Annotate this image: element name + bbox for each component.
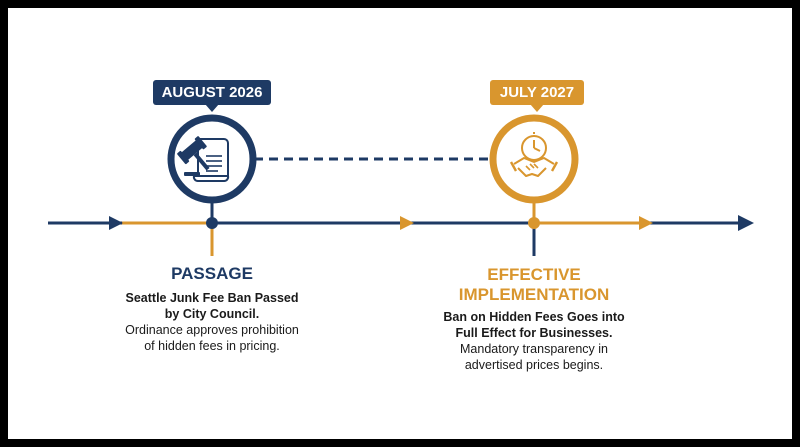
milestone-2-detail-line1: Mandatory transparency in bbox=[460, 342, 608, 356]
milestone-2-description: Ban on Hidden Fees Goes into Full Effect… bbox=[414, 309, 654, 373]
milestone-2-detail-line2: advertised prices begins. bbox=[464, 358, 604, 372]
timeline-canvas: AUGUST 2026 JULY 2027 PASSAGE Seattle Ju… bbox=[8, 8, 792, 439]
milestone-1-headline-line2: by City Council. bbox=[164, 307, 260, 321]
date-badge-august-2026: AUGUST 2026 bbox=[153, 80, 271, 112]
milestone-2-headline-line1: Ban on Hidden Fees Goes into bbox=[443, 310, 625, 324]
date-badge-july-2027: JULY 2027 bbox=[490, 80, 584, 112]
milestone-1-description: Seattle Junk Fee Ban Passed by City Coun… bbox=[92, 290, 332, 354]
gavel-document-icon bbox=[167, 114, 257, 204]
timeline-graphic bbox=[48, 114, 754, 256]
milestone-2-dot bbox=[528, 217, 540, 229]
milestone-1-detail-line2: of hidden fees in pricing. bbox=[144, 339, 280, 353]
milestone-2-title-line1: EFFECTIVE bbox=[487, 265, 581, 284]
milestone-1-headline-line1: Seattle Junk Fee Ban Passed bbox=[125, 291, 299, 305]
timeline-arrow-2 bbox=[400, 216, 414, 230]
milestone-2-headline-line2: Full Effect for Businesses. bbox=[455, 326, 613, 340]
milestone-2-title-line2: IMPLEMENTATION bbox=[458, 285, 610, 304]
milestone-1-title: PASSAGE bbox=[171, 264, 253, 283]
timeline-arrow-end bbox=[738, 215, 754, 231]
timeline-arrow-3 bbox=[639, 216, 653, 230]
timeline-arrow-1 bbox=[109, 216, 123, 230]
milestone-1-detail-line1: Ordinance approves prohibition bbox=[125, 323, 299, 337]
milestone-1-dot bbox=[206, 217, 218, 229]
clock-handshake-icon bbox=[489, 114, 579, 204]
milestone-2-title: EFFECTIVE IMPLEMENTATION bbox=[424, 265, 644, 305]
